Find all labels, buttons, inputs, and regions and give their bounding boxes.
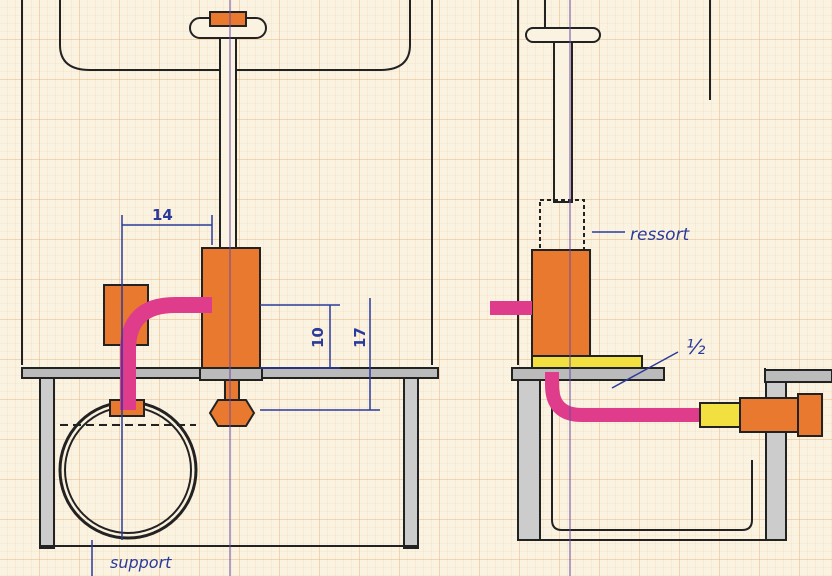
thread-label: ½ xyxy=(686,335,706,359)
dim-14: 14 xyxy=(152,206,173,224)
pipe-right xyxy=(490,301,700,422)
ressort-label: ressort xyxy=(630,225,691,245)
pipe xyxy=(120,297,212,410)
support-label: support xyxy=(110,553,172,572)
dim-17: 17 xyxy=(351,327,369,348)
right-annotations xyxy=(569,0,679,576)
left-dimensions xyxy=(91,0,380,576)
valve-body-right xyxy=(531,249,591,357)
right-view xyxy=(490,0,832,541)
dim-10: 10 xyxy=(309,327,327,348)
